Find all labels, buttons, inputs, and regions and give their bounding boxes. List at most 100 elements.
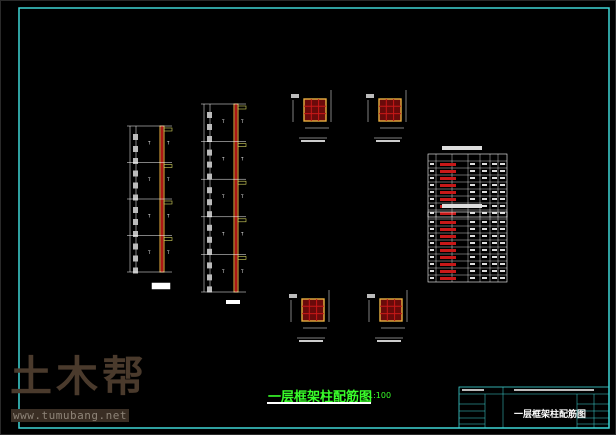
rebar-table-1-cell [482,170,487,172]
rebar-table-1-cell [500,198,505,200]
rebar-table-2-cell [430,263,434,265]
rebar-table-2-cell [482,242,487,244]
rebar-table-2-section-mark [440,228,456,231]
elevation-2-label: T [221,119,225,124]
title-block-text [514,389,594,391]
rebar-table-2-cell [482,270,487,272]
rebar-table-1-section-mark [440,177,456,180]
rebar-table-2-cell [470,228,475,230]
elevation-2-annotation [207,224,212,231]
rebar-table-2-cell [492,221,497,223]
rebar-table-1-cell [482,184,487,186]
elevation-2-annotation [207,161,212,168]
section-1-caption [301,140,325,142]
section-4-outline [379,298,403,322]
elevation-2-label: T [221,156,225,161]
elevation-2-annotation [207,199,212,206]
elevation-2-label: T [240,269,244,274]
rebar-table-1-section-mark [440,163,456,166]
rebar-table-2-cell [482,249,487,251]
elevation-2-annotation [207,136,212,142]
elevation-1-annotation [133,207,138,213]
rebar-table-2-section-mark [440,235,456,238]
title-underline [267,402,371,404]
rebar-table-1-cell [430,205,434,207]
rebar-table-2-section-mark [440,263,456,266]
elevation-2-annotation [207,187,212,194]
elevation-1-label: T [166,213,170,218]
rebar-table-2-title [442,204,482,208]
elevation-1-label: T [147,213,151,218]
rebar-table-1-cell [482,163,487,165]
rebar-table-1-cell [430,163,434,165]
watermark-url: www.tumubang.net [11,409,129,422]
rebar-table-1-section-mark [440,198,456,201]
rebar-table-2-cell [470,221,475,223]
rebar-table-2-cell [430,277,434,279]
section-4-caption [377,340,401,342]
section-1-outline [303,98,327,122]
elevation-1-annotation [133,219,138,225]
section-4-annotation [367,294,375,298]
title-block-drawing-name: 一层框架柱配筋图 [514,410,587,420]
elevation-1-annotation [133,158,138,164]
rebar-table-1-section-mark [440,184,456,187]
rebar-table-1-title [442,146,482,150]
rebar-table-1-cell [492,177,497,179]
rebar-table-1-cell [470,184,475,186]
elevation-1-label: T [166,250,170,255]
elevation-1-annotation [133,146,138,152]
rebar-table-2-cell [470,249,475,251]
rebar-table-1-cell [492,170,497,172]
elevation-2-beam [237,256,247,260]
elevation-2-beam [237,218,247,223]
elevation-1-label: T [147,140,151,145]
rebar-table-1-cell [492,163,497,165]
rebar-table-1-cell [470,170,475,172]
rebar-table-1-cell [500,212,505,214]
elevation-2-annotation [207,286,212,293]
rebar-table-1-cell [482,198,487,200]
rebar-table-2-cell [430,270,434,272]
elevation-1-beam [163,200,173,205]
rebar-table-2-cell [482,263,487,265]
elevation-1-label: T [166,140,170,145]
section-2-caption [376,140,400,142]
rebar-table-2-cell [500,277,505,279]
section-1-annotation [291,94,299,98]
rebar-table-2-cell [482,256,487,258]
section-3-annotation [289,294,297,298]
elevation-2-beam [237,180,247,185]
rebar-table-2-cell [470,242,475,244]
rebar-table-2-cell [492,256,497,258]
rebar-table-1-section-mark [440,170,456,173]
rebar-table-2-cell [500,242,505,244]
rebar-table-1-cell [482,205,487,207]
elevation-2-annotation [207,112,212,118]
rebar-table-2-cell [500,221,505,223]
rebar-table-2-cell [482,277,487,279]
rebar-table-1-cell [430,170,434,172]
rebar-table-1-cell [470,177,475,179]
rebar-table-2-cell [430,221,434,223]
rebar-table-2-cell [430,242,434,244]
elevation-2-beam [237,105,247,110]
rebar-table-2-cell [500,256,505,258]
rebar-table-2-section-mark [440,277,456,280]
rebar-table-2-cell [500,270,505,272]
elevation-2-annotation [207,262,212,269]
rebar-table-2-cell [430,228,434,230]
elevation-2-annotation [207,248,212,255]
section-3-caption [299,340,323,342]
rebar-table-1-cell [500,205,505,207]
section-2-outline [378,98,402,122]
rebar-table-2-cell [500,249,505,251]
elevation-1-annotation [133,231,138,237]
rebar-table-1-section-mark [440,191,456,194]
rebar-table-2-cell [492,263,497,265]
elevation-1-annotation [133,134,138,140]
rebar-table-2-cell [470,263,475,265]
elevation-1-annotation [133,182,138,189]
